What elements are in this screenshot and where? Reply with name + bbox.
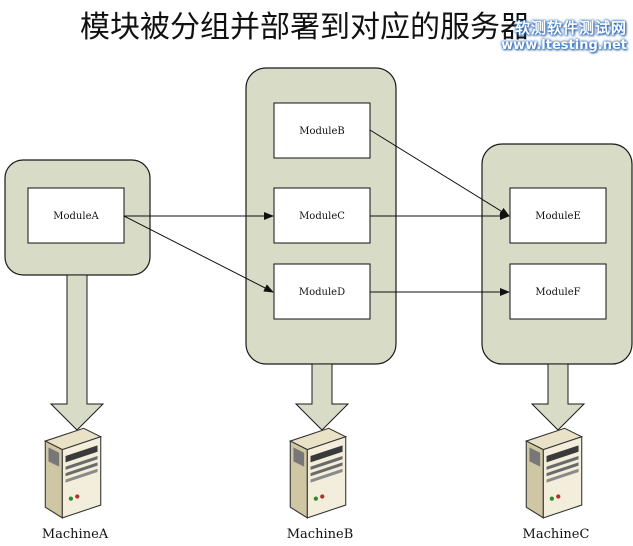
module-b-label: ModuleB bbox=[299, 126, 345, 137]
deploy-arrow-a bbox=[49, 274, 105, 431]
group-c-container bbox=[481, 143, 633, 365]
deploy-arrow-c bbox=[530, 363, 586, 431]
machine-b-label: MachineB bbox=[287, 527, 354, 542]
module-a-box[interactable] bbox=[27, 187, 125, 244]
module-f-label: ModuleF bbox=[535, 287, 580, 298]
edge-moduleb-modulee bbox=[369, 129, 510, 217]
server-tower-icon bbox=[44, 427, 102, 519]
watermark-line1: 软测软件测试网 bbox=[514, 19, 627, 37]
module-e-label: ModuleE bbox=[535, 211, 581, 222]
machine-c-label: MachineC bbox=[523, 527, 590, 542]
module-e-box[interactable] bbox=[509, 187, 607, 244]
module-a-label: ModuleA bbox=[53, 211, 99, 222]
watermark: 软测软件测试网 www.ltesting.net bbox=[501, 20, 627, 54]
edge-modulea-moduled bbox=[123, 215, 274, 293]
module-d-label: ModuleD bbox=[299, 287, 345, 298]
deploy-arrow-b bbox=[294, 363, 350, 431]
module-c-label: ModuleC bbox=[299, 211, 345, 222]
server-tower-icon bbox=[525, 427, 583, 519]
module-f-box[interactable] bbox=[509, 263, 607, 320]
server-tower-icon bbox=[289, 427, 347, 519]
machine-a-label: MachineA bbox=[42, 527, 109, 542]
watermark-line2: www.ltesting.net bbox=[501, 38, 627, 53]
diagram-title: 模块被分组并部署到对应的服务器 bbox=[80, 10, 530, 45]
